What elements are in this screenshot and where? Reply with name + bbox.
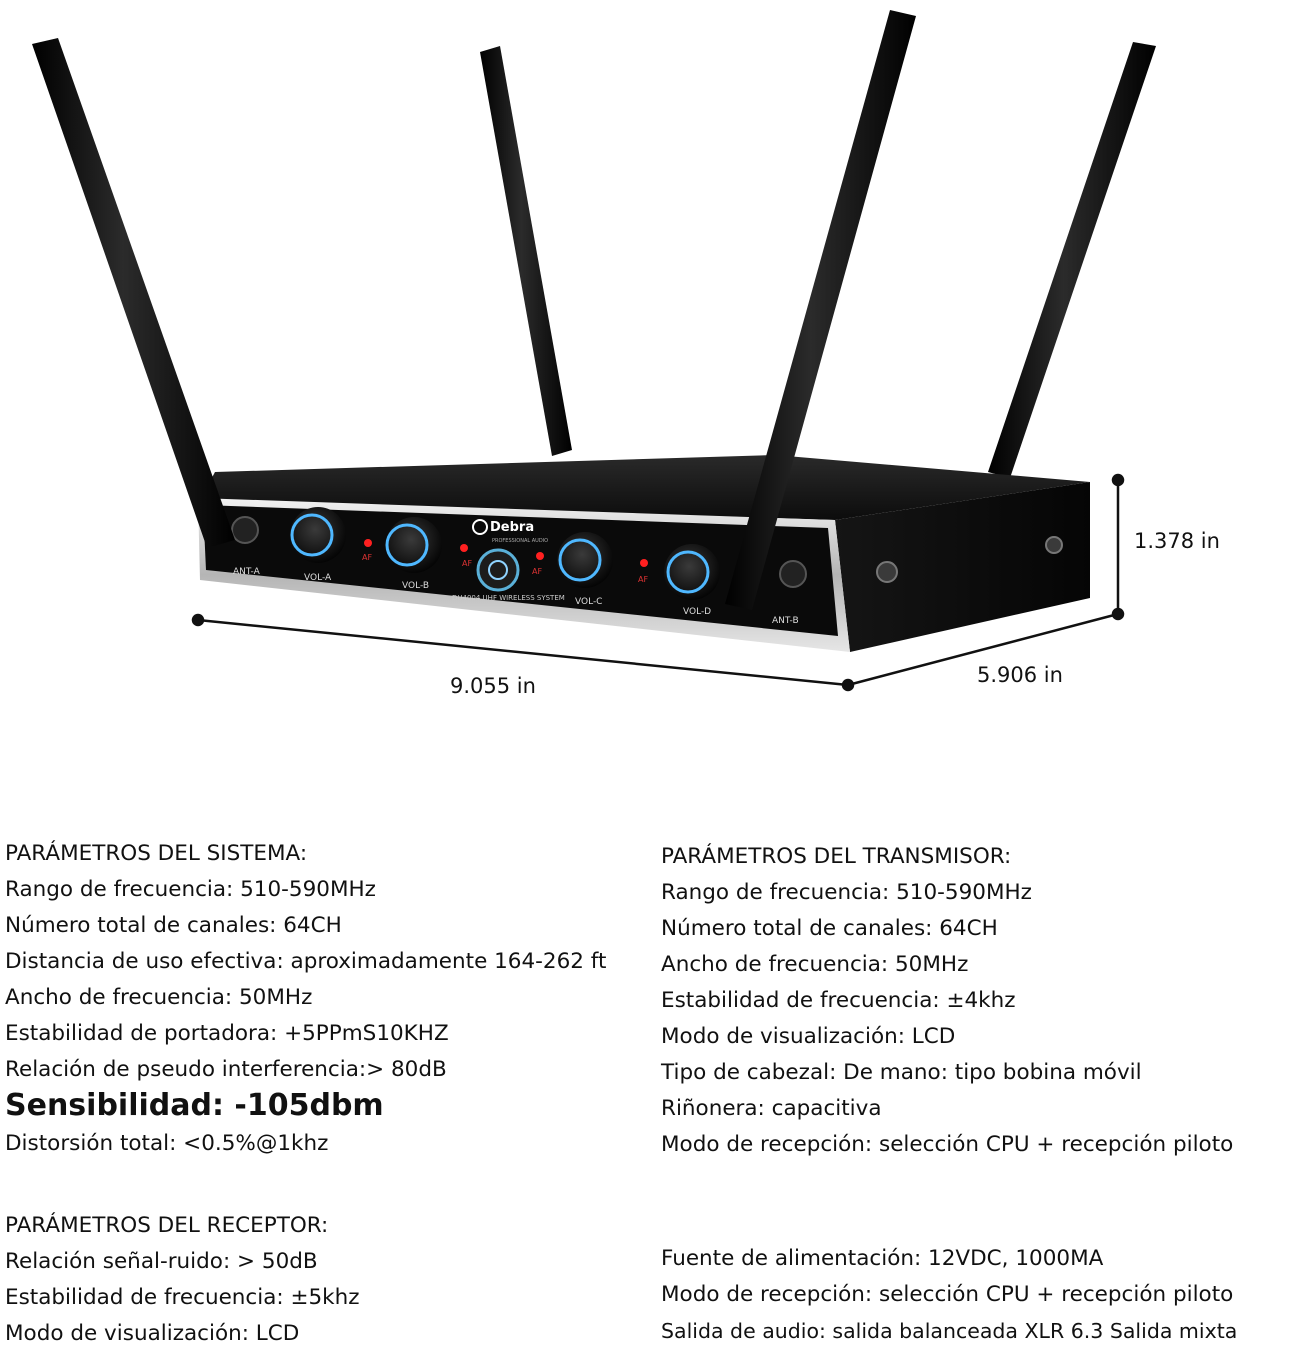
svg-text:AF: AF	[362, 553, 372, 562]
depth-dimension: 5.906 in	[977, 663, 1063, 687]
width-dimension: 9.055 in	[450, 674, 536, 698]
spec-item: Número total de canales: 64CH	[661, 916, 998, 941]
transmitter-title: PARÁMETROS DEL TRANSMISOR:	[661, 844, 1012, 869]
knob-vol-b	[385, 517, 442, 573]
label-vol-d: VOL-D	[683, 607, 711, 617]
spec-item: Relación señal-ruido: > 50dB	[5, 1249, 318, 1274]
knob-vol-c	[557, 532, 613, 588]
spec-item: Rango de frecuencia: 510-590MHz	[661, 880, 1032, 905]
spec-item: Riñonera: capacitiva	[661, 1096, 882, 1121]
spec-item: Estabilidad de portadora: +5PPmS10KHZ	[5, 1021, 449, 1046]
spec-item: Modo de visualización: LCD	[661, 1024, 956, 1049]
antenna-back-right	[988, 42, 1156, 478]
spec-item: Distancia de uso efectiva: aproximadamen…	[5, 949, 607, 974]
spec-item: Relación de pseudo interferencia:> 80dB	[5, 1057, 447, 1082]
spec-item-sensitivity: Sensibilidad: -105dbm	[5, 1088, 384, 1123]
spec-item: Estabilidad de frecuencia: ±5khz	[5, 1285, 360, 1310]
spec-item: Ancho de frecuencia: 50MHz	[661, 952, 969, 977]
label-vol-a: VOL-A	[304, 573, 332, 583]
height-dimension: 1.378 in	[1134, 529, 1220, 553]
transmitter-parameters: PARÁMETROS DEL TRANSMISOR: Rango de frec…	[661, 839, 1233, 1163]
spec-item: Modo de recepción: selección CPU + recep…	[661, 1282, 1234, 1307]
antenna-back-left	[480, 46, 572, 456]
spec-item: Rango de frecuencia: 510-590MHz	[5, 877, 376, 902]
receiver-parameters-right: Fuente de alimentación: 12VDC, 1000MA Mo…	[661, 1241, 1237, 1349]
device-side	[835, 482, 1090, 652]
label-vol-c: VOL-C	[575, 597, 602, 607]
svg-text:AF: AF	[638, 575, 648, 584]
spec-item: Número total de canales: 64CH	[5, 913, 342, 938]
label-ant-b: ANT-B	[772, 616, 799, 626]
brand-logo: Debra	[490, 520, 534, 535]
device-front-panel	[203, 505, 838, 636]
spec-item: Modo de recepción: selección CPU + recep…	[661, 1132, 1234, 1157]
spec-item: Tipo de cabezal: De mano: tipo bobina mó…	[661, 1060, 1142, 1085]
receiver-illustration: ANT-A VOL-A VOL-B VOL-C VOL-D ANT-B AF A…	[32, 10, 1156, 692]
system-title: PARÁMETROS DEL SISTEMA:	[5, 841, 308, 866]
receiver-title: PARÁMETROS DEL RECEPTOR:	[5, 1213, 329, 1238]
label-ant-a: ANT-A	[233, 567, 261, 577]
receiver-parameters: PARÁMETROS DEL RECEPTOR: Relación señal-…	[5, 1208, 360, 1352]
spec-item: Estabilidad de frecuencia: ±4khz	[661, 988, 1016, 1013]
knob-vol-d	[664, 544, 720, 600]
spec-item: Fuente de alimentación: 12VDC, 1000MA	[661, 1246, 1104, 1271]
model-label: DU4004 UHF WIRELESS SYSTEM	[452, 594, 565, 602]
svg-text:AF: AF	[462, 559, 472, 568]
power-button	[476, 548, 520, 592]
knob-vol-a	[290, 507, 346, 563]
antenna-front-left	[32, 38, 235, 548]
antenna-front-right	[725, 10, 916, 610]
svg-text:PROFESSIONAL AUDIO: PROFESSIONAL AUDIO	[492, 538, 548, 544]
spec-item: Ancho de frecuencia: 50MHz	[5, 985, 313, 1010]
spec-item: Modo de visualización: LCD	[5, 1321, 300, 1346]
device-top	[200, 455, 1090, 520]
spec-item: Salida de audio: salida balanceada XLR 6…	[661, 1319, 1238, 1343]
label-vol-b: VOL-B	[402, 581, 429, 591]
svg-text:AF: AF	[532, 567, 542, 576]
spec-item: Distorsión total: <0.5%@1khz	[5, 1131, 329, 1156]
system-parameters: PARÁMETROS DEL SISTEMA: Rango de frecuen…	[5, 836, 606, 1162]
